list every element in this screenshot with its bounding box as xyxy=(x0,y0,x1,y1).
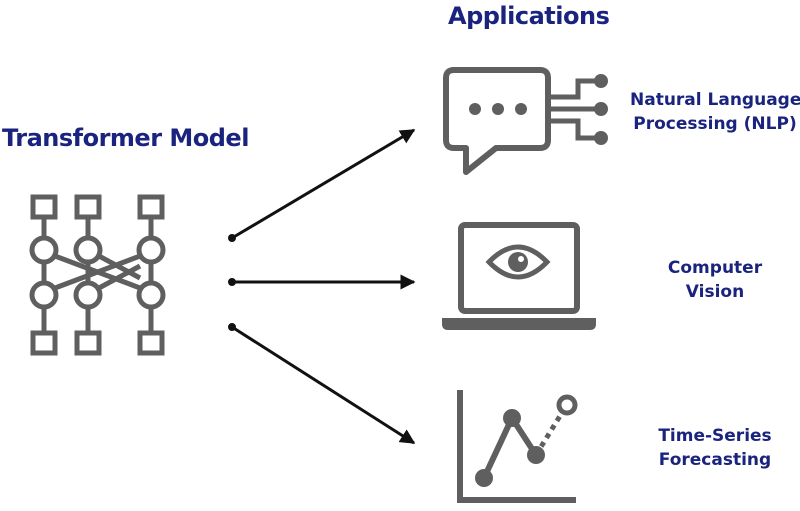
applications-heading: Applications xyxy=(448,2,610,30)
nlp-label: Natural Language Processing (NLP) xyxy=(630,88,800,136)
output-node-square xyxy=(30,330,58,356)
arrows xyxy=(228,128,416,445)
arrow-start-dot xyxy=(228,323,236,331)
hidden-node-circle xyxy=(136,235,166,265)
cv-label-line: Vision xyxy=(685,282,745,302)
computer-vision-label: Computer Vision xyxy=(640,256,790,304)
arrow-start-dot xyxy=(228,278,236,286)
input-node-square xyxy=(74,194,102,220)
nlp-label-line: Natural Language xyxy=(630,90,800,110)
line-chart-forecast-icon xyxy=(457,390,578,503)
input-node-square xyxy=(30,194,58,220)
hidden-node-circle xyxy=(73,235,103,265)
arrow-to-forecasting xyxy=(231,325,416,445)
laptop-eye-icon xyxy=(442,222,596,330)
transformer-model-icon xyxy=(29,194,166,356)
time-series-label: Time-Series Forecasting xyxy=(640,424,790,472)
ts-label-line: Forecasting xyxy=(658,450,772,470)
output-node-square xyxy=(137,330,165,356)
hidden-node-circle xyxy=(29,235,59,265)
hidden-node-circle xyxy=(73,280,103,310)
arrow-to-nlp xyxy=(231,128,416,240)
hidden-node-circle xyxy=(136,280,166,310)
cv-label-line: Computer xyxy=(667,258,763,278)
model-heading: Transformer Model xyxy=(2,124,249,152)
hidden-node-circle xyxy=(29,280,59,310)
chat-bubble-circuit-icon xyxy=(443,67,608,175)
input-node-square xyxy=(137,194,165,220)
output-node-square xyxy=(74,330,102,356)
nlp-label-line: Processing (NLP) xyxy=(633,114,797,134)
arrow-start-dot xyxy=(228,234,236,242)
ts-label-line: Time-Series xyxy=(658,426,772,446)
